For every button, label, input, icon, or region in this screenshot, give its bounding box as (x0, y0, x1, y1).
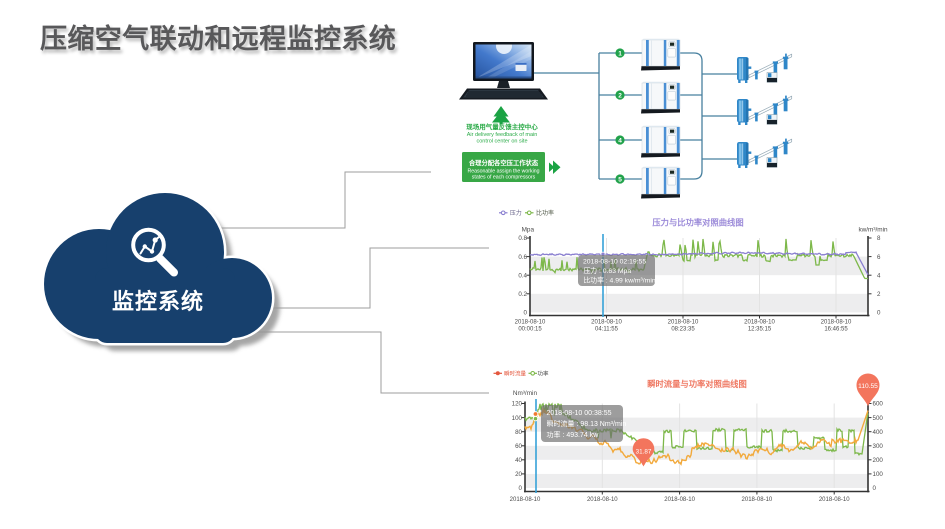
svg-text:2018-08-10: 2018-08-10 (591, 320, 622, 326)
svg-text:比功率: 比功率 (536, 209, 554, 217)
svg-text:2018-08-10: 2018-08-10 (664, 497, 695, 503)
svg-text:00:00:15: 00:00:15 (518, 327, 542, 333)
svg-text:2018-08-10: 2018-08-10 (821, 320, 852, 326)
svg-text:0: 0 (519, 485, 523, 492)
svg-text:压力: 压力 (510, 209, 522, 217)
svg-text:现场用气量反馈主控中心: 现场用气量反馈主控中心 (466, 122, 538, 131)
svg-text:4: 4 (877, 272, 881, 279)
svg-text:20: 20 (515, 471, 522, 478)
svg-text:比功率 : 4.99 kw/m³/min: 比功率 : 4.99 kw/m³/min (584, 276, 656, 285)
svg-text:120: 120 (512, 401, 523, 408)
svg-text:0.4: 0.4 (518, 272, 527, 279)
svg-text:31.87: 31.87 (636, 449, 652, 456)
svg-text:2018-08-10: 2018-08-10 (819, 497, 850, 503)
svg-text:2018-08-10: 2018-08-10 (510, 497, 541, 503)
svg-text:6: 6 (877, 254, 881, 261)
svg-text:Reasonable assign the working: Reasonable assign the working (467, 169, 539, 175)
svg-text:0.6: 0.6 (518, 254, 527, 261)
svg-text:04:11:55: 04:11:55 (595, 327, 619, 333)
svg-text:200: 200 (873, 457, 884, 464)
svg-text:2018-08-10 00:38:55: 2018-08-10 00:38:55 (547, 410, 612, 417)
svg-text:0.8: 0.8 (518, 235, 527, 242)
svg-text:400: 400 (873, 429, 884, 436)
svg-text:8: 8 (877, 235, 881, 242)
svg-text:16:46:55: 16:46:55 (824, 327, 848, 333)
svg-text:5: 5 (618, 176, 622, 183)
svg-text:瞬时流量 : 98.13 Nm³/min: 瞬时流量 : 98.13 Nm³/min (547, 419, 627, 428)
svg-text:监控系统: 监控系统 (112, 289, 204, 314)
svg-text:0.2: 0.2 (518, 291, 527, 298)
svg-text:Air delivery feedback of main: Air delivery feedback of main (467, 132, 538, 138)
svg-text:12:35:15: 12:35:15 (748, 327, 772, 333)
svg-text:2018-08-10: 2018-08-10 (587, 497, 618, 503)
svg-text:0: 0 (524, 310, 528, 317)
svg-text:压力 : 0.63 Mpa: 压力 : 0.63 Mpa (584, 266, 632, 275)
svg-text:2: 2 (618, 92, 622, 99)
svg-text:control center on site: control center on site (476, 139, 527, 145)
svg-text:Mpa: Mpa (522, 227, 535, 234)
svg-text:合理分配各空压工作状态: 合理分配各空压工作状态 (468, 158, 539, 167)
svg-text:2018-08-10: 2018-08-10 (742, 497, 773, 503)
svg-text:40: 40 (515, 457, 522, 464)
svg-text:100: 100 (873, 471, 884, 478)
svg-text:4: 4 (618, 137, 622, 144)
svg-text:kw/m³/min: kw/m³/min (858, 227, 888, 234)
svg-text:08:23:35: 08:23:35 (671, 327, 695, 333)
svg-text:100: 100 (512, 415, 523, 422)
svg-text:功率 : 493.74 kw: 功率 : 493.74 kw (547, 430, 600, 439)
svg-text:功率: 功率 (538, 370, 550, 378)
svg-text:1: 1 (618, 50, 622, 57)
svg-text:110.55: 110.55 (858, 383, 878, 390)
svg-text:压缩空气联动和远程监控系统: 压缩空气联动和远程监控系统 (40, 23, 396, 54)
svg-text:瞬时流量: 瞬时流量 (504, 370, 527, 378)
svg-text:80: 80 (515, 429, 522, 436)
svg-text:500: 500 (873, 415, 884, 422)
svg-text:0: 0 (873, 485, 877, 492)
svg-text:0: 0 (877, 310, 881, 317)
svg-text:300: 300 (873, 443, 884, 450)
svg-text:Nm³/min: Nm³/min (513, 390, 538, 397)
svg-text:2018-08-10: 2018-08-10 (668, 320, 699, 326)
svg-text:states of each compressors: states of each compressors (472, 175, 536, 181)
svg-text:2: 2 (877, 291, 881, 298)
svg-text:600: 600 (873, 401, 884, 408)
svg-text:2018-08-10: 2018-08-10 (744, 320, 775, 326)
svg-text:瞬时流量与功率对照曲线图: 瞬时流量与功率对照曲线图 (647, 379, 747, 389)
svg-text:压力与比功率对照曲线图: 压力与比功率对照曲线图 (652, 218, 743, 228)
svg-text:2018-08-10 02:19:55: 2018-08-10 02:19:55 (583, 259, 646, 266)
svg-text:60: 60 (515, 443, 522, 450)
svg-text:2018-08-10: 2018-08-10 (515, 320, 546, 326)
